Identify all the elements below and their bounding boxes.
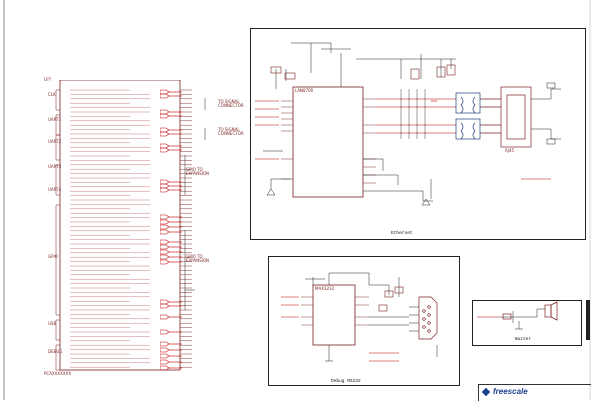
net-flag — [160, 127, 170, 133]
ethernet-connector-label: RJ45 — [505, 148, 515, 153]
net-flag — [160, 93, 170, 99]
debug-chip-label: MAX3232 — [315, 286, 335, 291]
debug-rs232-title: Debug RS232 — [331, 379, 361, 384]
mcu-group-uart2: UART2 — [48, 139, 62, 144]
net-flag — [160, 299, 170, 305]
logo-text: freescale — [493, 387, 528, 396]
net-flag — [160, 239, 170, 245]
net-flag — [160, 147, 170, 153]
debug-rs232-panel: MAX3232 Debug RS232 — [268, 256, 460, 386]
freescale-logo-icon — [481, 387, 491, 397]
net-flag — [160, 109, 170, 115]
net-flag — [160, 359, 170, 365]
net-flag — [160, 113, 170, 119]
net-flag — [160, 259, 170, 265]
title-block: freescale — [478, 384, 591, 401]
mcu-group-uart4: UART4 — [48, 187, 62, 192]
net-flag — [160, 183, 170, 189]
net-flag — [160, 179, 170, 185]
ethernet-panel: LAN8700 RJ45 Ethernet — [250, 28, 586, 240]
buzzer-circuit — [477, 301, 558, 330]
net-flag — [160, 314, 170, 320]
net-flag — [160, 353, 170, 359]
mcu-block — [55, 80, 192, 371]
ethernet-title: Ethernet — [391, 231, 413, 236]
net-flag — [160, 229, 170, 235]
note-gpio-a: GPIO TO EXPANSION — [186, 167, 210, 176]
ethernet-circuit — [255, 42, 561, 206]
ethernet-chip-label: LAN8700 — [295, 88, 314, 93]
mcu-group-usb: USB — [48, 321, 57, 326]
debug-rs232-circuit — [281, 272, 438, 362]
net-flag — [160, 249, 170, 255]
note-uart-b: TO SIGNAL CONNECTOR — [218, 127, 244, 136]
buzzer-title: Buzzer — [515, 337, 532, 342]
net-flag — [160, 224, 170, 230]
mcu-part: PCAXXXXXXX — [44, 371, 72, 376]
mcu-group-gpio: GPIO — [48, 254, 58, 259]
net-flag — [160, 254, 170, 260]
net-flag — [160, 303, 170, 309]
net-flag — [160, 244, 170, 250]
mcu-group-clk: CLK — [48, 92, 56, 97]
net-flag — [160, 329, 170, 335]
buzzer-panel: Buzzer — [472, 300, 582, 346]
net-flag — [160, 143, 170, 149]
mcu-group-uart3: UART3 — [48, 164, 62, 169]
mcu-net-labels — [160, 89, 206, 371]
mcu-group-uart1: UART1 — [48, 117, 62, 122]
net-flag — [160, 365, 170, 371]
net-flag — [160, 131, 170, 137]
mcu-ref: U?? — [44, 77, 52, 82]
net-flag — [160, 347, 170, 353]
net-flag — [160, 89, 170, 95]
mcu-group-debug: DEBUG — [48, 349, 63, 354]
note-gpio-b: GPIO TO EXPANSION — [186, 254, 210, 263]
net-flag — [160, 341, 170, 347]
net-flag — [160, 187, 170, 193]
net-flag — [160, 219, 170, 225]
net-flag — [160, 214, 170, 220]
note-uart-a: TO SIGNAL CONNECTOR — [218, 99, 244, 108]
